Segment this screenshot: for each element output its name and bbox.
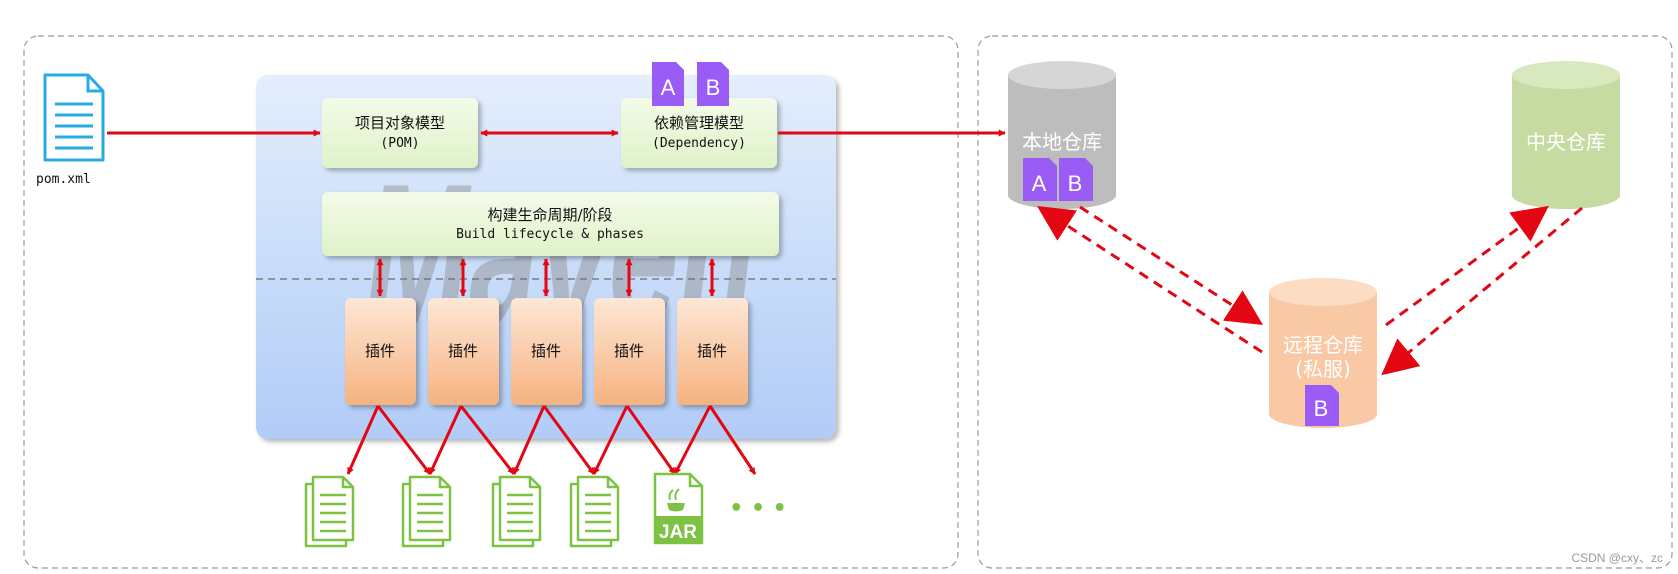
output-document-icon xyxy=(304,475,355,548)
arrow-plugin-output xyxy=(346,405,380,475)
jar-file-icon: JAR xyxy=(653,472,704,545)
output-document-icon xyxy=(569,475,620,548)
arrow-plugin-output xyxy=(542,405,596,475)
arrow-plugin-output xyxy=(376,405,432,475)
arrow-central-to-remote xyxy=(1381,206,1583,376)
arrow-plugin-output xyxy=(428,405,463,475)
output-document-icon xyxy=(401,475,452,548)
remote-repository-subname: (私服) xyxy=(1295,357,1351,381)
lifecycle-title: 构建生命周期/阶段 xyxy=(487,206,612,224)
remote-badge-b: B xyxy=(1305,385,1339,426)
central-repository: 中央仓库 xyxy=(1512,61,1620,209)
pom-file-icon xyxy=(43,73,105,162)
arrow-plugin-output xyxy=(459,405,516,475)
arrow-remote-to-central xyxy=(1385,205,1549,327)
pom-file-name: pom.xml xyxy=(36,172,91,187)
arrow-remote-to-local xyxy=(1036,206,1263,354)
arrow-local-to-remote xyxy=(1079,205,1264,325)
output-document-icon xyxy=(491,475,542,548)
right-frame xyxy=(977,35,1673,569)
dependency-model-subtitle: (Dependency) xyxy=(652,136,746,151)
remote-repository-name: 远程仓库 xyxy=(1283,333,1363,357)
left-frame xyxy=(23,35,959,569)
local-repository-name: 本地仓库 xyxy=(1022,130,1102,154)
arrow-plugin-output xyxy=(592,405,629,475)
pom-model-subtitle: (POM) xyxy=(380,136,419,151)
dependency-model-title: 依赖管理模型 xyxy=(654,114,744,132)
plugin-2: 插件 xyxy=(428,298,499,405)
svg-text:A: A xyxy=(1032,171,1047,196)
svg-text:B: B xyxy=(1314,396,1329,421)
arrow-plugin-output xyxy=(625,405,677,475)
dependency-model-box: 依赖管理模型 (Dependency) xyxy=(621,98,777,168)
plugin-label: 插件 xyxy=(697,342,727,360)
arrow-plugin-output xyxy=(708,405,757,475)
svg-text:A: A xyxy=(661,75,676,100)
pom-model-title: 项目对象模型 xyxy=(355,114,445,132)
lifecycle-subtitle: Build lifecycle & phases xyxy=(456,227,644,242)
plugin-1: 插件 xyxy=(345,298,416,405)
plugin-4: 插件 xyxy=(594,298,665,405)
pom-model-box: 项目对象模型 (POM) xyxy=(322,98,478,168)
plugin-3: 插件 xyxy=(511,298,582,405)
local-badge-a: A xyxy=(1023,158,1057,201)
svg-text:B: B xyxy=(1068,171,1083,196)
svg-text:B: B xyxy=(706,75,721,100)
credit-watermark: CSDN @cxy、zc xyxy=(1571,551,1663,565)
plugin-label: 插件 xyxy=(531,342,561,360)
central-repository-name: 中央仓库 xyxy=(1526,130,1606,154)
more-outputs-ellipsis: • • • xyxy=(729,496,787,521)
plugin-label: 插件 xyxy=(614,342,644,360)
lifecycle-box: 构建生命周期/阶段 Build lifecycle & phases xyxy=(322,192,779,256)
plugin-label: 插件 xyxy=(448,342,478,360)
local-badge-b: B xyxy=(1059,158,1093,201)
flow-arrows xyxy=(107,129,1006,475)
dependency-badge-b: B xyxy=(697,62,729,106)
repository-arrows xyxy=(1036,205,1583,376)
arrow-plugin-output xyxy=(673,405,712,475)
arrow-plugin-output xyxy=(512,405,546,475)
dependency-badge-a: A xyxy=(652,62,684,106)
jar-label: JAR xyxy=(659,522,697,543)
plugin-5: 插件 xyxy=(677,298,748,405)
plugin-label: 插件 xyxy=(365,342,395,360)
